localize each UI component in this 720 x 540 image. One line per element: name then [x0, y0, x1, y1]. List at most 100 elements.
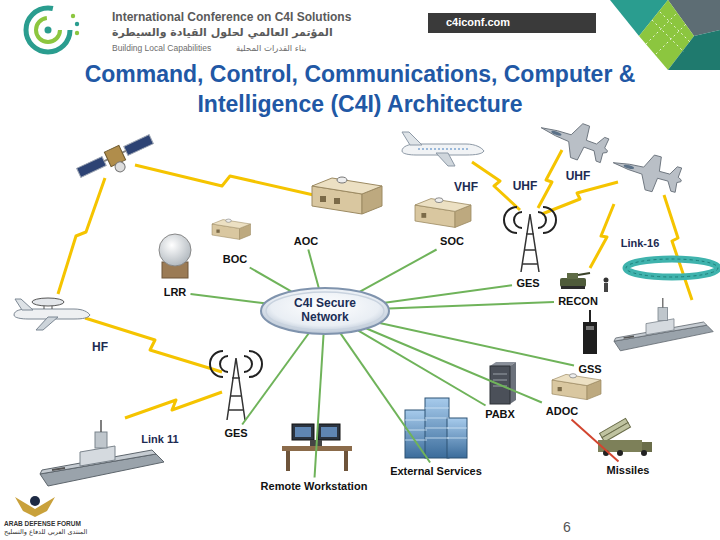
office-buildings — [405, 398, 467, 458]
soldier — [604, 283, 608, 292]
header-tagline: بناء القدرات المحلية — [236, 43, 306, 53]
satellite — [75, 132, 158, 188]
node-label: SOC — [440, 235, 464, 248]
link16-ring — [626, 259, 718, 277]
building — [552, 374, 601, 385]
hub-outline — [261, 288, 389, 334]
node-label: GES — [224, 427, 247, 440]
soldier — [604, 278, 609, 293]
lightning-link — [135, 165, 318, 196]
lightning-link — [85, 318, 222, 372]
watermark-logo — [30, 496, 40, 506]
signal-label: VHF — [454, 180, 478, 194]
network-link — [389, 302, 554, 309]
office-buildings — [405, 408, 467, 440]
antenna-tower — [504, 207, 556, 272]
network-link — [242, 333, 309, 424]
warship — [100, 420, 102, 432]
conference-logo — [26, 8, 70, 52]
recon-vehicle — [567, 273, 578, 279]
lightning-link — [58, 150, 692, 418]
node-label: RECON — [558, 295, 598, 308]
fighter-jet — [551, 130, 562, 137]
conference-logo — [71, 14, 75, 18]
warship — [614, 298, 713, 351]
signal-label: Link 11 — [141, 433, 178, 446]
site-node: AOC — [290, 233, 323, 250]
gss-terminal — [589, 310, 591, 322]
node-label: External Services — [390, 465, 482, 478]
workstation — [321, 427, 337, 437]
airliner — [402, 132, 422, 145]
site-node: Missiles — [603, 462, 654, 479]
building — [312, 177, 382, 214]
node-label: GES — [516, 277, 539, 290]
link16-ring — [626, 259, 718, 277]
building — [212, 219, 251, 239]
building — [320, 196, 326, 202]
warship — [662, 298, 663, 308]
lightning-link — [472, 162, 520, 210]
node-label: Remote Workstation — [261, 480, 368, 493]
network-link — [308, 250, 318, 289]
awacs-aircraft — [32, 298, 64, 306]
header-text: المؤتمر العالمي لحلول القيادة والسيطرة — [112, 26, 333, 39]
soldier — [604, 278, 609, 283]
corner-graphic — [646, 12, 690, 54]
signal-label: Link-16 — [621, 237, 660, 250]
url-bar — [428, 13, 596, 33]
node-label: AOC — [294, 235, 318, 248]
lightning-link — [664, 195, 692, 300]
node-label: LRR — [164, 286, 187, 299]
network-link — [385, 285, 512, 303]
workstation — [344, 451, 348, 471]
fighter-jet — [609, 145, 686, 198]
gss-terminal — [586, 326, 594, 330]
site-node: GES — [220, 425, 252, 442]
office-buildings — [405, 410, 427, 458]
recon-vehicle — [560, 278, 586, 287]
building — [558, 387, 562, 391]
recon-vehicle — [561, 286, 585, 289]
network-link — [380, 323, 574, 366]
awacs-aircraft — [15, 299, 33, 310]
airliner — [436, 153, 455, 166]
warship — [658, 308, 668, 321]
building — [415, 198, 471, 228]
conference-logo — [26, 8, 79, 52]
warship — [624, 336, 634, 338]
page-number: 6 — [563, 519, 571, 536]
header-tagline: Building Local Capabilities — [112, 43, 211, 53]
warship — [40, 420, 164, 486]
site-node: LRR — [160, 284, 191, 301]
network-link — [358, 331, 485, 406]
lightning-link — [58, 178, 105, 294]
link16-ring — [626, 259, 718, 277]
signal-label: HF — [92, 340, 108, 354]
corner-graphic — [668, 30, 720, 70]
warship — [95, 432, 107, 448]
watermark-text: ARAB DEFENSE FORUM — [4, 520, 81, 528]
building — [415, 199, 471, 212]
satellite — [124, 135, 154, 156]
network-link — [250, 268, 291, 292]
missile-launcher — [602, 423, 630, 442]
watermark-logo — [15, 497, 55, 517]
antenna-tower — [227, 358, 245, 420]
node-label: C4I Secure Network — [279, 297, 371, 325]
corner-graphic — [610, 0, 720, 70]
watermark-text: المنتدى العربي للدفاع والتسليح — [4, 529, 87, 537]
airliner — [418, 148, 470, 150]
network-link — [572, 420, 619, 462]
radar-dome — [159, 234, 191, 278]
site-node: SOC — [436, 233, 468, 250]
antenna-tower — [210, 351, 262, 377]
lightning-link — [125, 392, 222, 418]
awacs-aircraft — [36, 317, 58, 330]
fighter-jet — [609, 145, 686, 198]
building — [570, 374, 577, 378]
building — [312, 178, 382, 194]
lightning-link — [538, 150, 562, 208]
